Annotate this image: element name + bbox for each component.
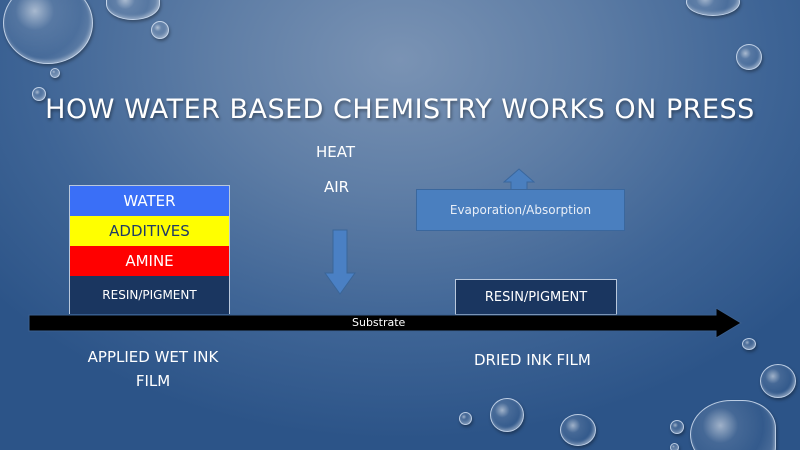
water-droplet-icon xyxy=(106,0,160,20)
water-droplet-icon xyxy=(686,0,740,16)
water-droplet-icon xyxy=(760,364,796,398)
evaporation-absorption-box: Evaporation/Absorption xyxy=(416,189,625,231)
substrate-arrow-icon xyxy=(28,308,742,338)
water-droplet-icon xyxy=(560,414,596,446)
water-droplet-icon xyxy=(32,87,46,101)
arrow-up-icon xyxy=(503,168,535,190)
layer-water: WATER xyxy=(69,185,230,216)
water-droplet-icon xyxy=(151,21,169,39)
dried-resin-pigment-layer: RESIN/PIGMENT xyxy=(455,279,617,315)
water-droplet-icon xyxy=(670,443,679,450)
water-droplet-icon xyxy=(490,398,524,432)
layer-resin-pigment: RESIN/PIGMENT xyxy=(69,276,230,314)
water-droplet-icon xyxy=(736,44,762,70)
slide-title: HOW WATER BASED CHEMISTRY WORKS ON PRESS xyxy=(45,94,755,126)
wet-ink-stack: WATER ADDITIVES AMINE RESIN/PIGMENT xyxy=(69,185,230,314)
water-droplet-icon xyxy=(3,0,93,64)
water-droplet-icon xyxy=(459,412,472,425)
evaporation-label: Evaporation/Absorption xyxy=(449,203,592,217)
heat-label: HEAT xyxy=(316,143,356,161)
water-droplet-icon xyxy=(690,400,776,450)
applied-caption-line1: APPLIED WET INK xyxy=(87,348,219,366)
applied-wet-ink-caption: APPLIED WET INK FILM xyxy=(63,345,243,393)
air-label: AIR xyxy=(324,178,350,196)
arrow-down-icon xyxy=(324,229,356,295)
dried-ink-caption: DRIED INK FILM xyxy=(474,351,591,369)
water-droplet-icon xyxy=(670,420,684,434)
layer-amine: AMINE xyxy=(69,246,230,276)
dried-resin-label: RESIN/PIGMENT xyxy=(484,289,588,305)
water-droplet-icon xyxy=(742,338,756,350)
substrate-label: Substrate xyxy=(352,316,406,329)
water-droplet-icon xyxy=(50,68,60,78)
layer-additives: ADDITIVES xyxy=(69,216,230,246)
applied-caption-line2: FILM xyxy=(135,372,171,390)
